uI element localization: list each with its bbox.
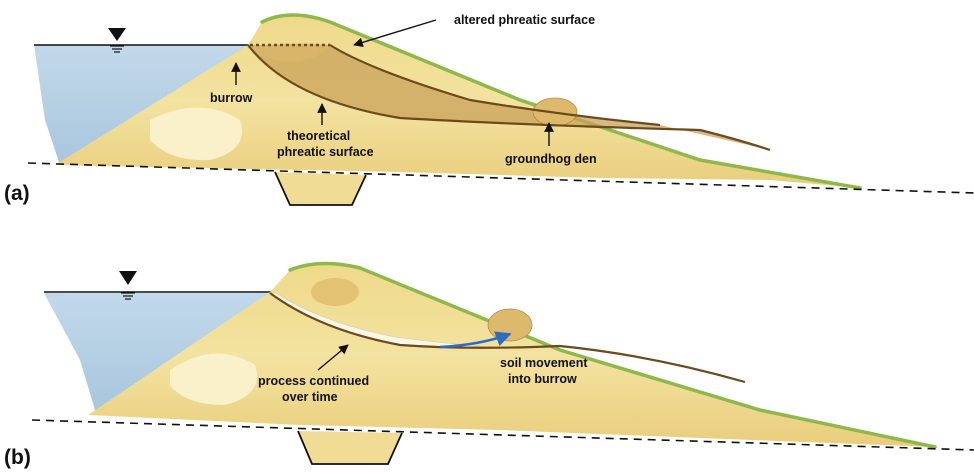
label-theoretical-line1: theoretical — [287, 129, 350, 143]
arrow-icon — [354, 20, 436, 45]
upper-den-pocket — [311, 278, 359, 306]
label-soil-movement-line2: into burrow — [508, 372, 577, 386]
label-process-line1: process continued — [258, 374, 369, 388]
cutoff-trench-icon — [298, 431, 402, 464]
panel-b: process continued over time soil movemen… — [4, 263, 974, 469]
label-altered-phreatic-surface: altered phreatic surface — [454, 13, 595, 27]
label-burrow: burrow — [210, 91, 253, 105]
label-process-line2: over time — [282, 390, 338, 404]
cutoff-trench-icon — [275, 172, 366, 205]
groundhog-den — [488, 309, 532, 341]
label-soil-movement-line1: soil movement — [500, 356, 588, 370]
label-theoretical-line2: phreatic surface — [277, 145, 374, 159]
label-groundhog-den: groundhog den — [505, 152, 597, 166]
panel-label-a: (a) — [4, 182, 30, 205]
panel-label-b: (b) — [4, 446, 31, 469]
panel-a: altered phreatic surface burrow theoreti… — [4, 13, 974, 205]
